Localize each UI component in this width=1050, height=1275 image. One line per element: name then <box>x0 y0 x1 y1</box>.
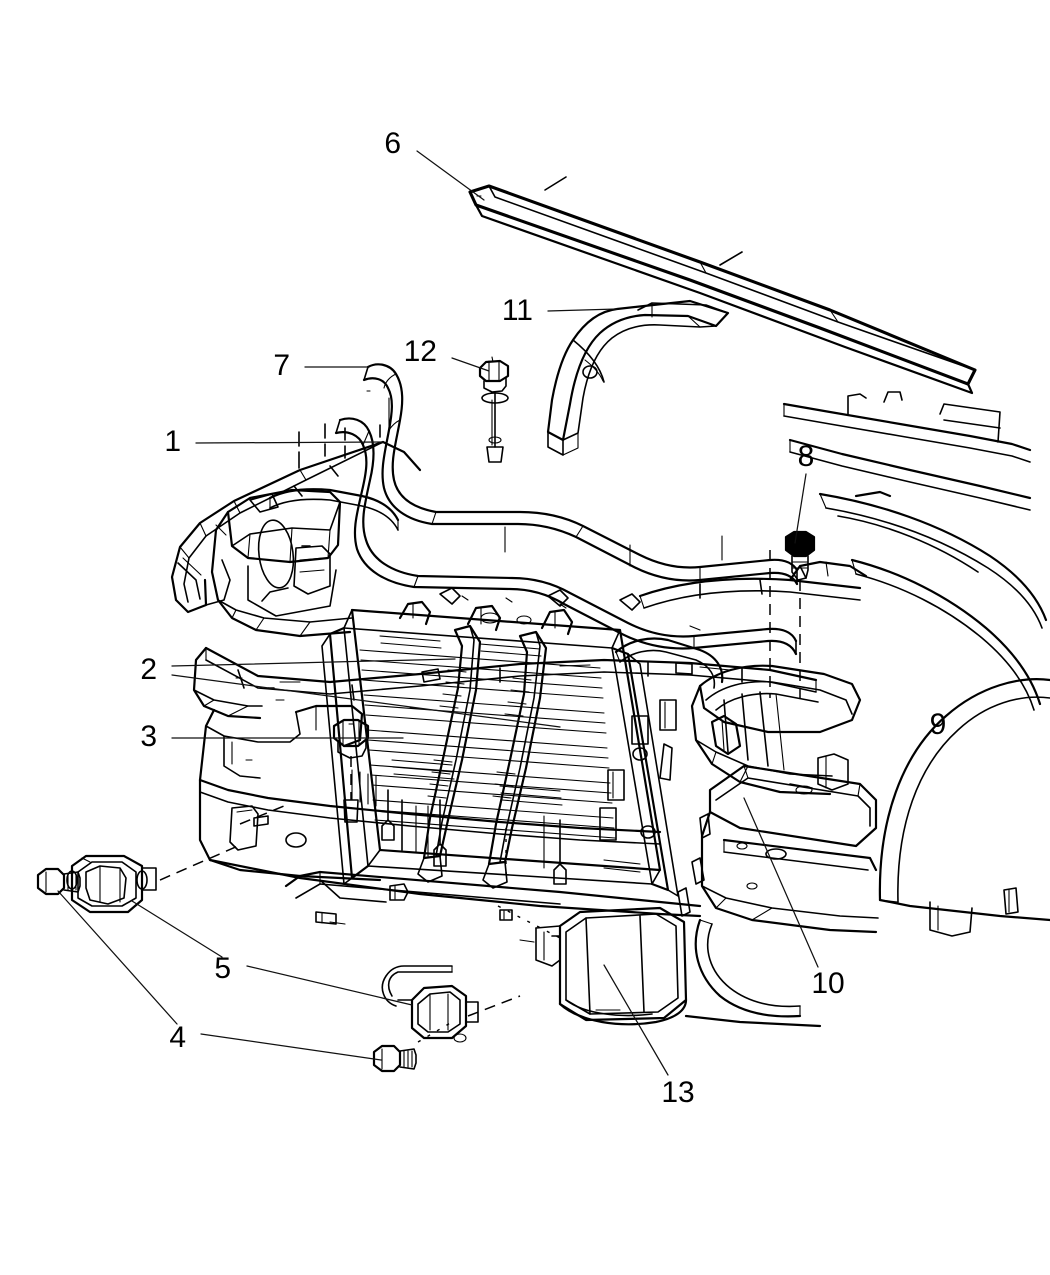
leader-line-4 <box>57 890 382 1061</box>
lower-mount-pins <box>351 769 567 885</box>
radiator-vertical-straps <box>417 624 548 889</box>
assembly-guide-lines <box>159 805 561 1017</box>
misc-detail-strokes <box>245 587 701 943</box>
leader-line-8 <box>794 473 807 544</box>
callout-1[interactable]: 1 <box>164 425 384 458</box>
callout-number-10: 10 <box>811 967 844 1000</box>
callout-12[interactable]: 12 <box>404 335 490 372</box>
callout-number-2: 2 <box>140 653 157 686</box>
core-right-hardware <box>599 637 724 873</box>
part-8-mounting-bolt <box>769 530 816 700</box>
callout-number-4: 4 <box>169 1021 186 1054</box>
part-1-fender-inner-panel <box>170 423 422 614</box>
callout-number-11: 11 <box>502 294 533 327</box>
upper-right-inner-structure <box>638 560 868 609</box>
callout-number-8: 8 <box>798 440 815 473</box>
callout-4[interactable]: 4 <box>57 890 382 1061</box>
part-6-upper-tie-bar <box>468 176 977 395</box>
leader-line-2 <box>171 658 561 728</box>
part-7-hood-seal <box>334 363 799 656</box>
callout-number-5: 5 <box>214 952 231 985</box>
part-9-fender-apron <box>782 391 1050 937</box>
part-12-grommet-clip <box>478 356 510 463</box>
callout-number-6: 6 <box>384 127 401 160</box>
callout-11[interactable]: 11 <box>502 294 618 327</box>
callout-13[interactable]: 13 <box>603 964 695 1109</box>
leader-line-1 <box>195 441 384 444</box>
callout-8[interactable]: 8 <box>794 440 815 544</box>
callout-number-3: 3 <box>140 720 157 753</box>
leader-line-6 <box>416 150 485 201</box>
callout-number-12: 12 <box>404 335 437 368</box>
upper-left-structure <box>210 488 400 638</box>
callout-10[interactable]: 10 <box>743 797 845 1000</box>
lower-frame-left <box>198 704 702 921</box>
leader-line-5 <box>131 900 413 1006</box>
callout-number-1: 1 <box>164 425 181 458</box>
leader-line-11 <box>547 308 618 312</box>
callout-2[interactable]: 2 <box>140 653 561 728</box>
part-4-bolt-right <box>372 1021 453 1073</box>
leader-line-12 <box>451 357 490 372</box>
right-lower-rail <box>684 918 822 1028</box>
part-10-side-rail-bracket <box>677 753 879 934</box>
callout-number-13: 13 <box>661 1076 694 1109</box>
part-11-support-bracket <box>546 299 730 456</box>
leader-line-13 <box>603 964 669 1076</box>
radiator-core-assembly <box>321 600 679 897</box>
callout-number-7: 7 <box>273 349 290 382</box>
callout-3[interactable]: 3 <box>140 720 404 753</box>
callout-number-9: 9 <box>930 708 947 741</box>
callout-7[interactable]: 7 <box>273 349 369 382</box>
callout-9[interactable]: 9 <box>930 708 947 741</box>
part-4-bolt-left <box>36 867 81 896</box>
leader-line-10 <box>743 797 819 968</box>
callout-5[interactable]: 5 <box>131 900 413 1006</box>
callout-6[interactable]: 6 <box>384 127 485 201</box>
part-13-lower-cushion <box>535 906 688 1026</box>
part-5-isolator-left <box>66 854 157 914</box>
